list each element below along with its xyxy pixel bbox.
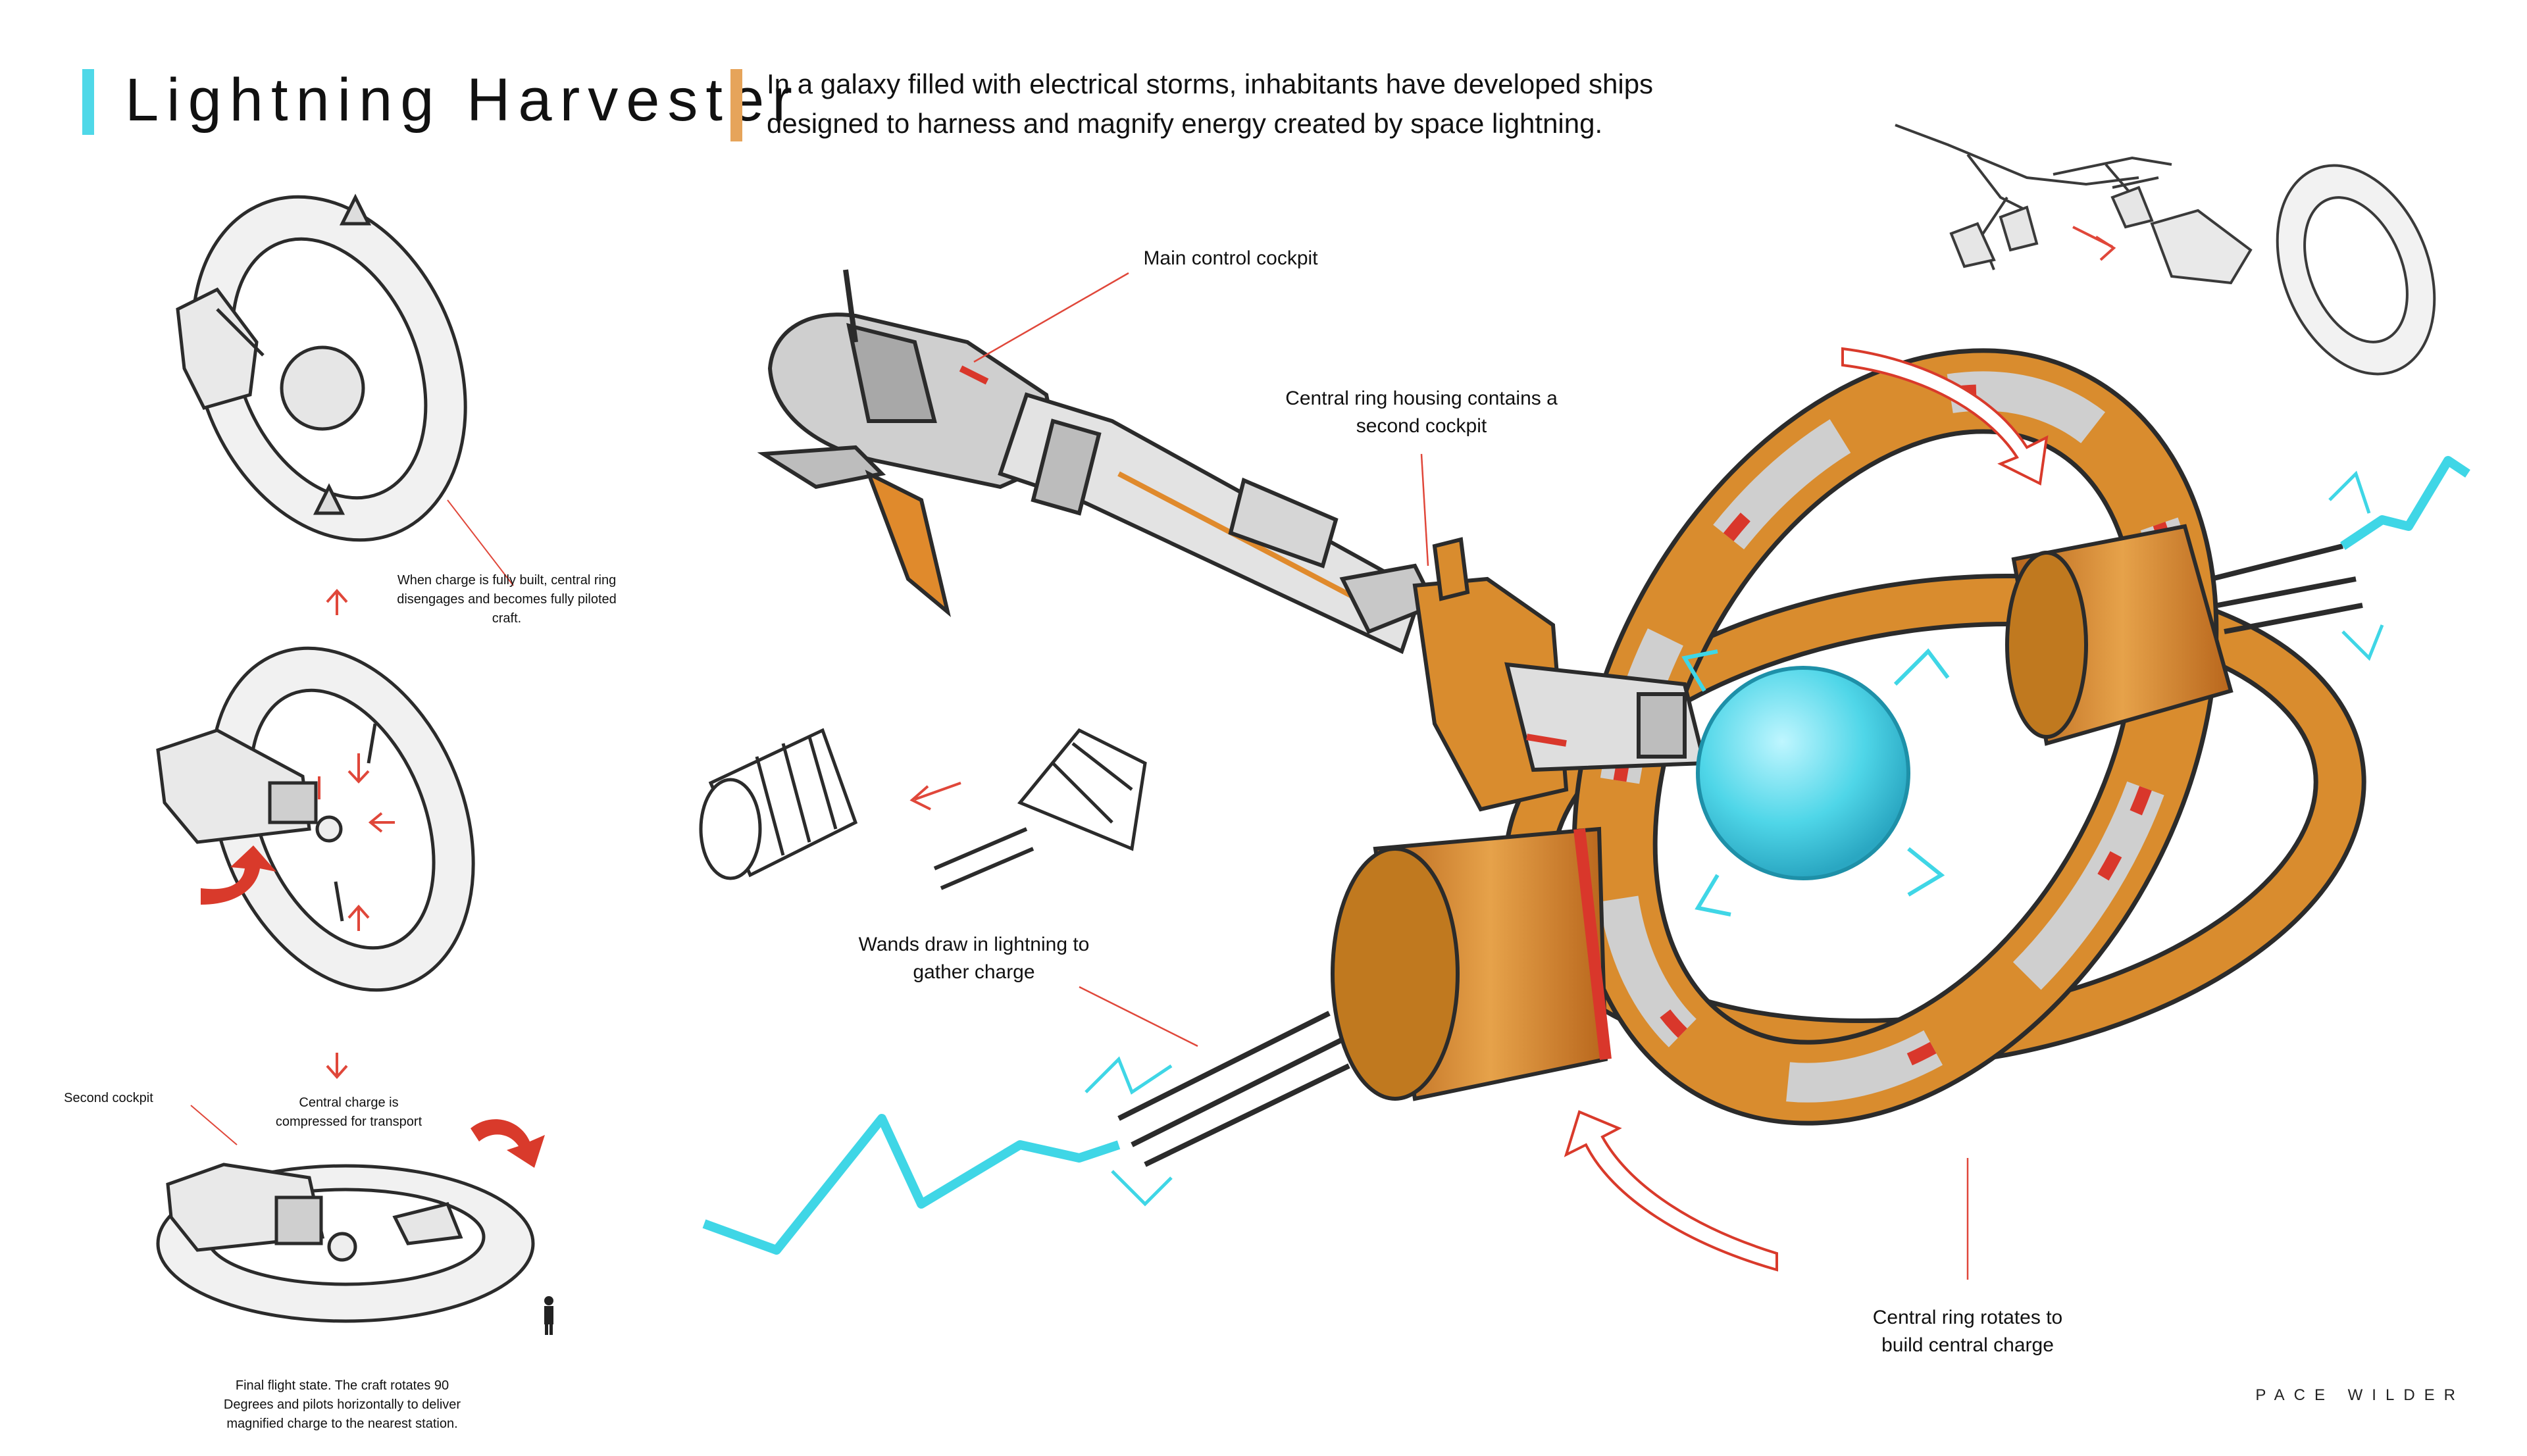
label-main-control-cockpit: Main control cockpit [1143, 247, 1318, 269]
label-charge-compressed: Central charge is compressed for transpo… [275, 1095, 422, 1129]
stage-2-arrows [318, 753, 395, 931]
rotation-arrow-bottom [1564, 1110, 1778, 1272]
spine-module [998, 392, 1438, 655]
stage-2-sketch [156, 646, 475, 992]
scale-figure [544, 1296, 553, 1335]
label-fully-built: When charge is fully built, central ring… [397, 573, 617, 626]
wand-cone-lower-left [1117, 826, 1612, 1167]
intro-text: In a galaxy filled with electrical storm… [767, 68, 1654, 139]
stage-3-rotate-arrow [471, 1119, 545, 1168]
detached-cone-1 [699, 728, 858, 880]
title-accent-bar [82, 69, 94, 135]
top-right-arrow [2072, 226, 2116, 261]
upright-ring [1571, 348, 2219, 1126]
label-final-flight-state: Final flight state. The craft rotates 90… [223, 1378, 461, 1431]
label-central-ring-housing: Central ring housing contains a second c… [1285, 388, 1558, 437]
wand-cone-right [2005, 524, 2363, 746]
central-charge-orb [1681, 648, 1950, 916]
rotation-arrow-top [1841, 347, 2049, 486]
lightning-sparks [1085, 470, 2384, 1207]
stage-transition-arrows [326, 588, 348, 1080]
lightning-bolts [702, 456, 2470, 1255]
left-leader-lines [190, 499, 514, 1145]
label-wands: Wands draw in lightning to gather charge [858, 934, 1090, 983]
central-hub [1412, 537, 1707, 812]
detach-arrow [909, 782, 961, 811]
page-title: Lightning Harvester [125, 66, 800, 134]
stage-3-sketch [156, 1163, 535, 1323]
artist-credit: PACE WILDER [2255, 1386, 2464, 1404]
stage-1-sketch [176, 193, 467, 542]
label-central-ring-rotates: Central ring rotates to build central ch… [1872, 1307, 2063, 1356]
label-second-cockpit: Second cockpit [64, 1091, 153, 1105]
main-leader-lines [973, 272, 1969, 1280]
intro-accent-bar [730, 69, 742, 141]
stage-2-rotate-arrow [201, 845, 276, 905]
detached-cone-2 [933, 728, 1147, 890]
top-right-sketch [1895, 124, 2436, 376]
